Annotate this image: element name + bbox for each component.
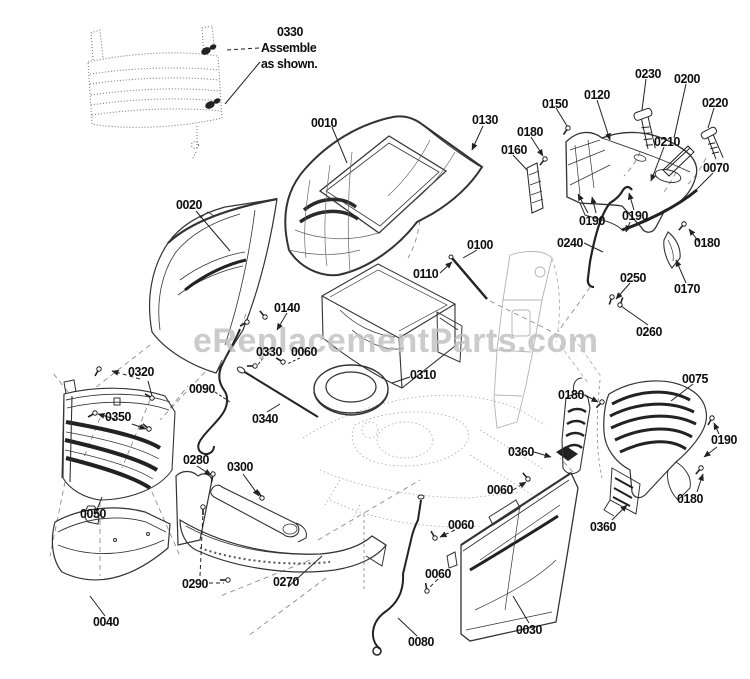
part-label-0310: 0310 [410,367,436,382]
part-label-0190: 0190 [579,213,605,228]
fasteners [86,107,724,595]
part-label-0080: 0080 [408,634,434,649]
ring-0310 [313,364,389,416]
part-label-0075: 0075 [682,371,708,386]
part-label-0360-2: 0360 [590,519,616,534]
part-label-0340: 0340 [252,411,278,426]
part-label-0060-4: 0060 [425,566,451,581]
part-label-0270: 0270 [273,574,299,589]
part-label-0120: 0120 [584,87,610,102]
part-label-0040: 0040 [93,614,119,629]
engine-sketch [302,394,546,528]
rod-0100 [448,254,488,300]
lift-rod-0240 [586,185,633,289]
part-label-0190-3: 0190 [711,432,737,447]
latch-rod-0080 [372,494,425,656]
front-grille-0050 [61,379,176,501]
part-label-0150: 0150 [542,96,568,111]
part-label-0280: 0280 [183,452,209,467]
right-grille-0075 [561,377,707,517]
part-label-0060: 0060 [291,344,317,359]
part-label-0070: 0070 [703,160,729,175]
part-label-0160: 0160 [501,142,527,157]
part-label-0220: 0220 [702,95,728,110]
part-label-0360: 0360 [508,444,534,459]
part-label-0060-2: 0060 [487,482,513,497]
hood-0010 [284,115,484,277]
part-label-0110: 0110 [413,266,439,281]
part-label-0330: 0330 [277,24,303,39]
part-label-0250: 0250 [620,270,646,285]
side-panel-0030 [446,472,579,642]
support-box [320,263,463,389]
part-label-0180: 0180 [517,124,543,139]
part-label-0180-2: 0180 [694,235,720,250]
hinge-clip-0360 [556,446,578,461]
side-panel-0020 [148,197,278,374]
watermark: eReplacementParts.com [193,322,599,360]
part-label-0200: 0200 [674,71,700,86]
part-label-0170: 0170 [674,281,700,296]
part-label-0320: 0320 [128,364,154,379]
part-label-0010: 0010 [311,115,337,130]
part-label-0210: 0210 [654,134,680,149]
part-label-0020: 0020 [176,197,202,212]
part-label-0330-2: 0330 [256,344,282,359]
part-label-0190-2: 0190 [622,208,648,223]
part-label-0050: 0050 [80,506,106,521]
part-label-0240: 0240 [557,235,583,250]
part-label-0140: 0140 [274,300,300,315]
part-label-assemble: Assemble [261,40,317,55]
bracket-0170 [663,231,681,269]
rod-0340 [236,366,319,418]
part-label-0030: 0030 [516,622,542,637]
bumper-0040 [51,505,171,581]
leader-lines [89,47,720,637]
part-label-0230: 0230 [635,66,661,81]
part-label-0180-3: 0180 [558,387,584,402]
handle-0300 [210,484,307,543]
latch-rod-0090 [197,328,241,456]
grille-clips [201,44,221,109]
part-label-0290: 0290 [182,576,208,591]
part-label-0130: 0130 [472,112,498,127]
part-label-0090: 0090 [189,381,215,396]
part-label-0350: 0350 [105,409,131,424]
part-label-0260: 0260 [636,324,662,339]
bracket-0160 [526,162,544,214]
grille-assembly-0330 [87,25,223,161]
alignment-lines [49,151,707,637]
part-label-0180-4: 0180 [677,491,703,506]
part-label-0100: 0100 [467,237,493,252]
chassis-tower-sketch [493,251,603,429]
lower-bumper-0270 [175,470,387,573]
part-label-0060-3: 0060 [448,517,474,532]
part-label-asshown: as shown. [261,56,318,71]
part-label-0300: 0300 [227,459,253,474]
